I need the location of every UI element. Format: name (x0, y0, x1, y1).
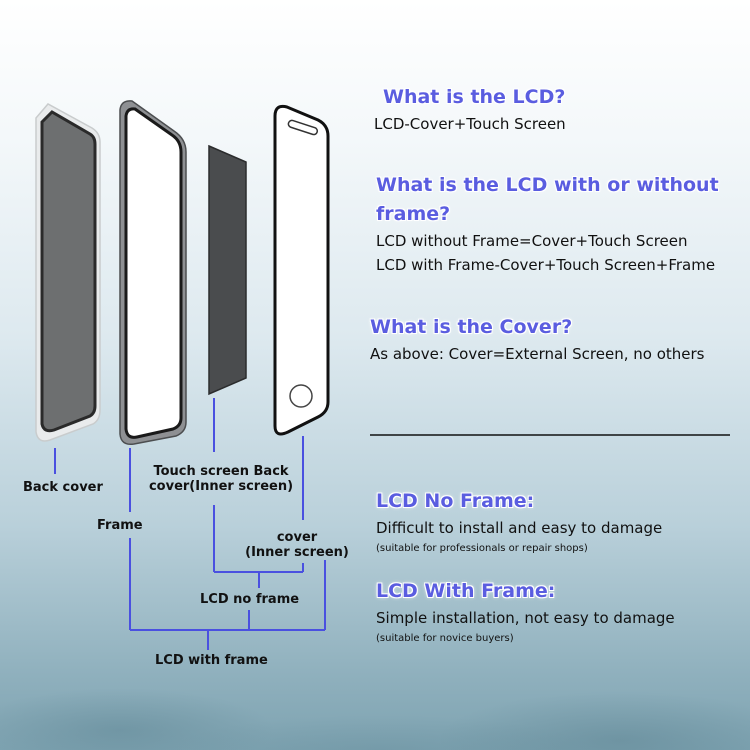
touch-screen-back-label-line1: Touch screen Back (153, 464, 289, 479)
lcd-no-frame-label: LCD no frame (200, 592, 300, 607)
touch-screen-back-label-line2: cover(Inner screen) (148, 479, 294, 494)
frame-label: Frame (97, 518, 143, 533)
frame-question-heading-line2: frame? (376, 203, 451, 225)
cover-question-answer: As above: Cover=External Screen, no othe… (370, 345, 705, 363)
lcd-no-frame-description: Difficult to install and easy to damage (376, 519, 663, 537)
back-cover-label: Back cover (23, 480, 103, 495)
lcd-with-frame-label: LCD with frame (155, 653, 268, 668)
frame-question-answer-line1: LCD without Frame=Cover+Touch Screen (376, 232, 688, 250)
lcd-with-frame-description: Simple installation, not easy to damage (376, 609, 675, 627)
lcd-with-frame-heading: LCD With Frame: (376, 580, 556, 602)
lcd-no-frame-note: (suitable for professionals or repair sh… (376, 543, 588, 554)
frame-panel (119, 100, 187, 446)
home-button-icon (289, 384, 313, 408)
cover-question-heading: What is the Cover? (370, 316, 573, 338)
cover-label-line1: cover (276, 530, 318, 545)
lcd-with-frame-note: (suitable for novice buyers) (376, 633, 514, 644)
cover-label: cover (Inner screen) (240, 530, 354, 560)
fog-background (0, 490, 750, 750)
lcd-question-heading: What is the LCD? (383, 86, 566, 108)
speaker-slot-icon (287, 119, 319, 136)
lcd-no-frame-heading: LCD No Frame: (376, 490, 535, 512)
lcd-question-answer: LCD-Cover+Touch Screen (374, 115, 566, 133)
frame-question-answer-line2: LCD with Frame-Cover+Touch Screen+Frame (376, 256, 716, 274)
cover-panel (273, 104, 330, 436)
connector-lines (54, 398, 326, 650)
frame-question-heading-line1: What is the LCD with or without (376, 174, 719, 196)
back-cover-panel (35, 103, 101, 442)
touch-screen-back-label: Touch screen Back cover(Inner screen) (143, 464, 299, 494)
touch-screen-back-cover-panel (208, 144, 247, 396)
cover-label-line2: (Inner screen) (245, 545, 349, 560)
